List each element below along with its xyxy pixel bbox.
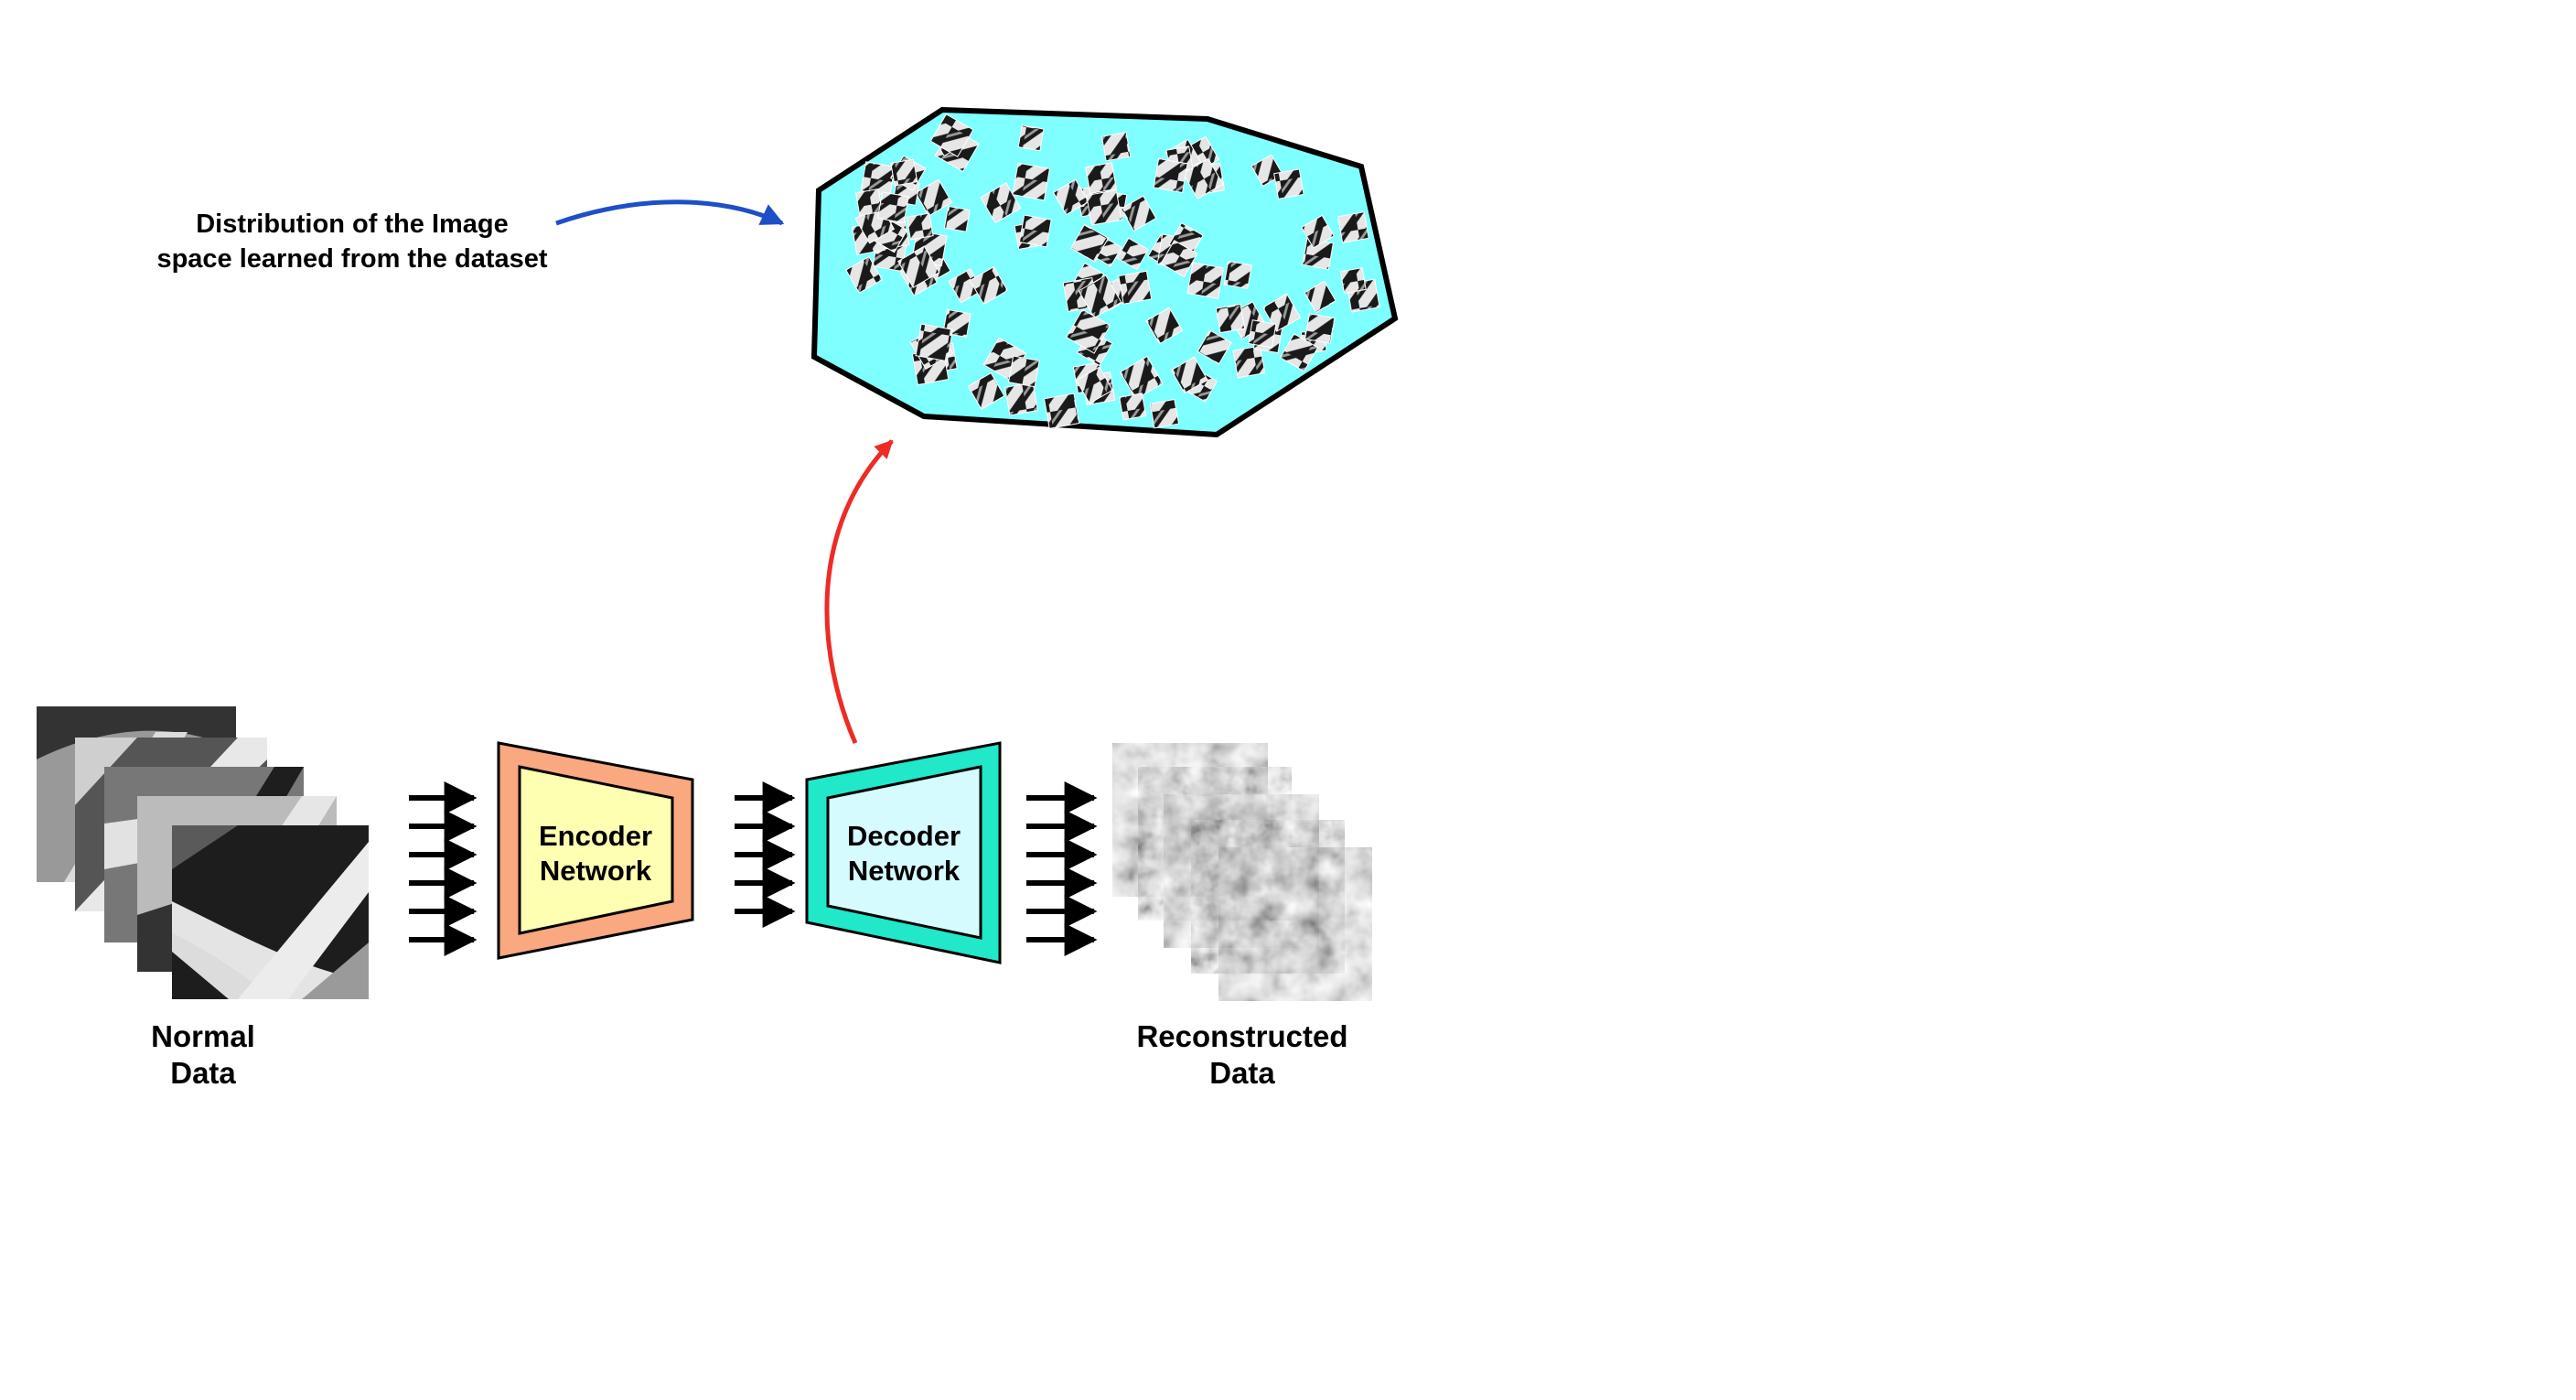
sample-patch-icon <box>1279 333 1319 372</box>
sample-patches <box>845 113 1380 429</box>
sample-patch-icon <box>967 372 1005 410</box>
caption-line-1: Distribution of the Image <box>196 210 509 239</box>
latent-arrow <box>824 439 894 744</box>
sample-patch-icon <box>854 188 884 217</box>
decoder-inner <box>826 765 982 940</box>
sample-patch-icon <box>1149 398 1180 429</box>
encoder-label-line-1: Encoder <box>539 820 652 852</box>
output-image-5 <box>1218 847 1372 1001</box>
output-label-line-2: Data <box>1209 1056 1275 1090</box>
sample-patch-icon <box>1116 237 1150 271</box>
image-stack-icon <box>37 706 369 999</box>
sample-patch-icon <box>1339 267 1367 295</box>
sample-patch-icon <box>1120 195 1157 232</box>
decoder-network: Decoder Network <box>805 741 1002 964</box>
caption-line-2: space learned from the dataset <box>156 244 547 274</box>
sample-patch-icon <box>1118 270 1153 305</box>
sample-patch-icon <box>1273 168 1304 199</box>
distribution-caption: Distribution of the Image space learned … <box>156 210 547 274</box>
sample-patch-icon <box>943 205 971 232</box>
sample-patch-icon <box>1261 293 1302 332</box>
distribution-region <box>810 106 1399 438</box>
sample-patch-icon <box>1304 313 1336 344</box>
sample-patch-icon <box>1119 355 1164 400</box>
sample-patch-icon <box>1232 345 1266 379</box>
sample-patch-icon <box>1078 275 1122 319</box>
sample-patch-icon <box>980 182 1022 224</box>
sample-patch-icon <box>915 323 954 362</box>
sample-patch-icon <box>1012 162 1051 201</box>
encoder-inner <box>518 765 674 935</box>
sample-patch-icon <box>876 191 909 224</box>
sample-patch-icon <box>1004 382 1039 416</box>
sample-patch-icon <box>1119 393 1147 421</box>
sample-patch-icon <box>1017 124 1045 152</box>
sample-patch-icon <box>1008 355 1040 388</box>
arrow-bundle-icon <box>735 781 796 928</box>
decoder-label-line-1: Decoder <box>847 820 961 852</box>
encoder-network: Encoder Network <box>497 741 694 960</box>
sample-patch-icon <box>890 158 918 187</box>
sample-patch-icon <box>1043 393 1080 429</box>
sample-patch-icon <box>1223 260 1252 290</box>
sample-patch-icon <box>845 255 884 294</box>
sample-patch-icon <box>1186 262 1224 299</box>
sample-patch-icon <box>1069 223 1110 263</box>
sample-patch-icon <box>897 245 940 288</box>
sample-patch-icon <box>1301 214 1335 249</box>
sample-patch-icon <box>1304 280 1336 314</box>
caption-arrow <box>555 199 785 226</box>
sample-patch-icon <box>1337 211 1369 243</box>
sample-patch-icon <box>1170 356 1208 394</box>
sample-patch-icon <box>929 113 974 157</box>
sample-patch-icon <box>1052 178 1089 216</box>
sample-patch-icon <box>1215 303 1246 334</box>
sample-patch-icon <box>1145 307 1184 345</box>
encoder-label-line-2: Network <box>540 855 652 887</box>
sample-patch-icon <box>1160 240 1198 278</box>
sample-patch-icon <box>1153 157 1188 194</box>
sample-patch-icon <box>969 265 1009 306</box>
arrow-bundle-icon <box>1026 781 1098 956</box>
arrow-bundle-icon <box>409 781 478 956</box>
sample-patch-icon <box>1085 162 1117 194</box>
decoder-label-line-2: Network <box>848 855 961 887</box>
sample-patch-icon <box>1197 329 1232 365</box>
sample-patch-icon <box>1100 131 1132 162</box>
sample-patch-icon <box>1076 366 1113 404</box>
sample-patch-icon <box>1066 308 1111 354</box>
input-label-line-2: Data <box>170 1056 236 1090</box>
sample-patch-icon <box>906 212 934 241</box>
sample-patch-icon <box>1086 189 1122 226</box>
input-label-line-1: Normal <box>151 1019 255 1053</box>
output-label-line-1: Reconstructed <box>1136 1019 1347 1053</box>
image-stack-icon <box>1112 743 1372 1001</box>
sample-patch-icon <box>1018 214 1052 248</box>
input-image-5 <box>172 825 369 999</box>
sample-patch-icon <box>915 178 953 217</box>
sample-patch-icon <box>1248 319 1277 349</box>
